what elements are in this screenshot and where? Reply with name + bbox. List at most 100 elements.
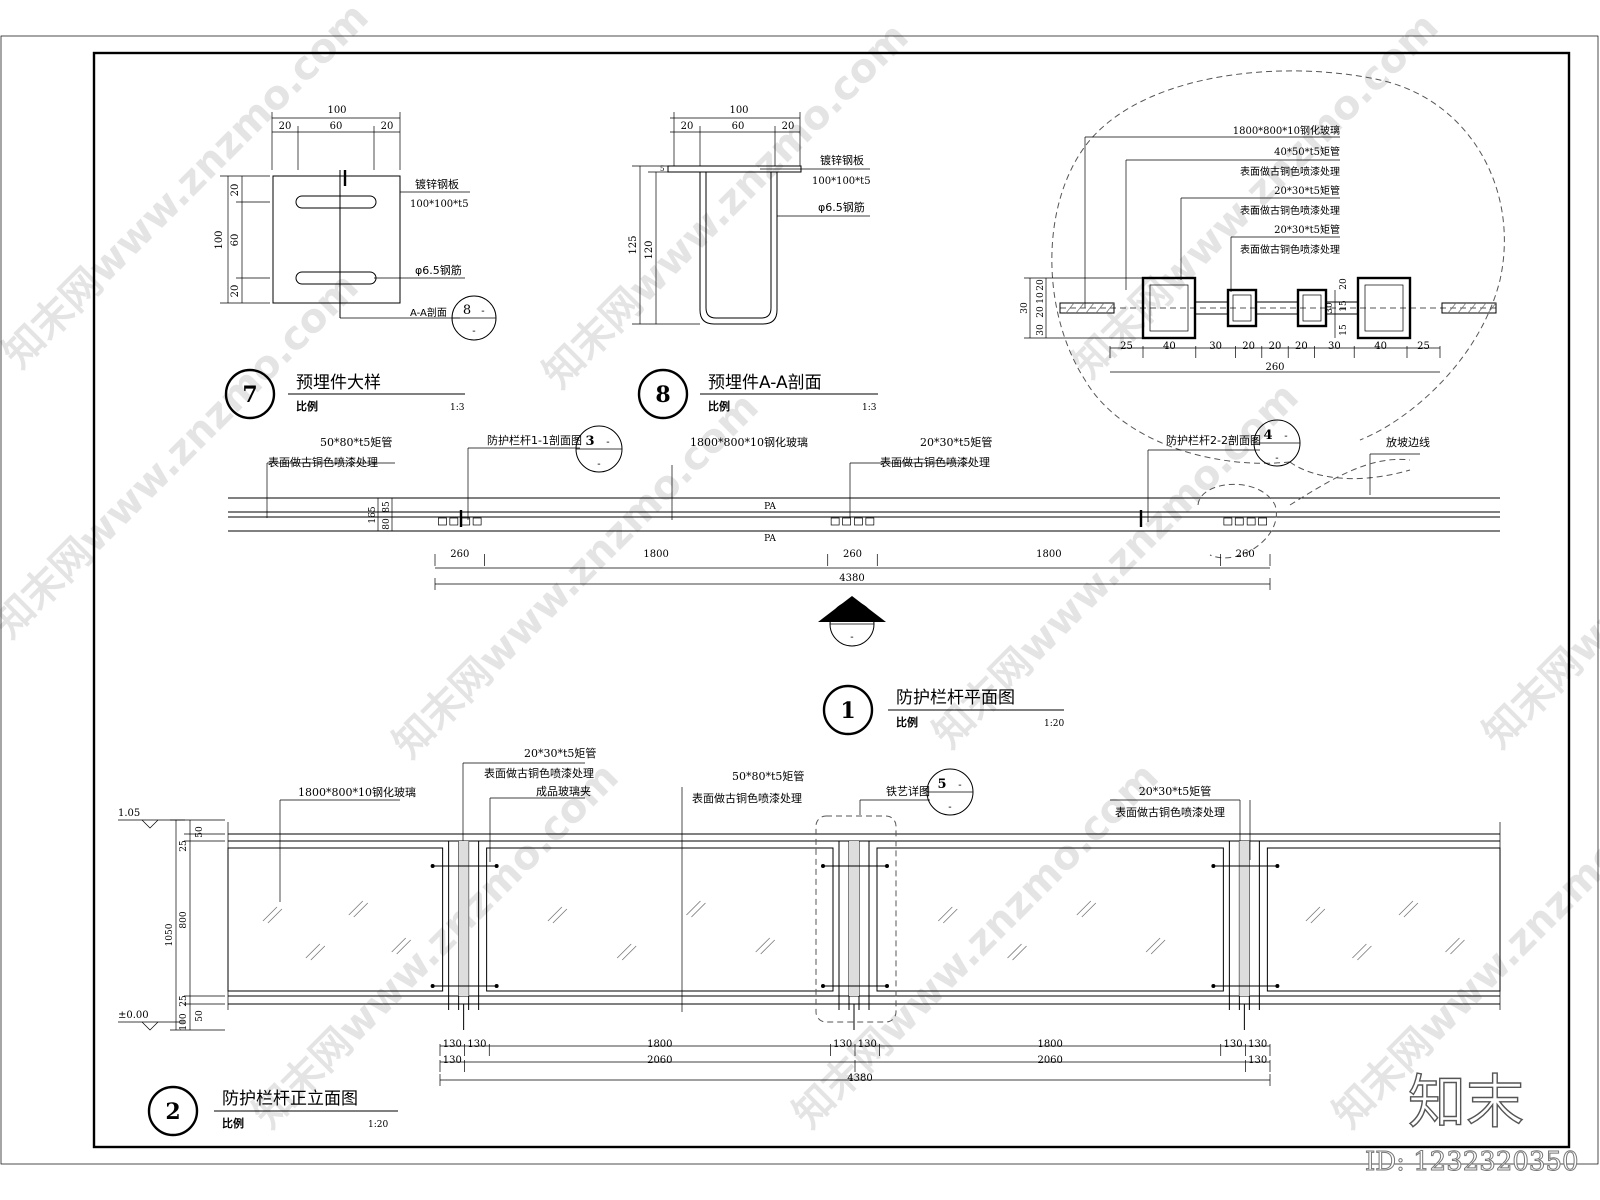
- dim-text: 130: [443, 1055, 462, 1066]
- dim-text: 20: [681, 121, 694, 132]
- label-rebar: φ6.5钢筋: [818, 200, 865, 214]
- view-direction-marker: [818, 596, 886, 622]
- ref-dash: -: [860, 612, 863, 623]
- ref-number: 4: [1263, 428, 1272, 443]
- post-fill: [1239, 841, 1250, 996]
- glass-hatch: [1398, 900, 1414, 916]
- ref-number: 2: [842, 609, 850, 624]
- clip-bolt: [885, 984, 889, 988]
- detail-number: 7: [242, 382, 257, 408]
- plan-dim-ticks: [434, 554, 1271, 590]
- dim-text: 10: [1036, 292, 1046, 304]
- clip-bolt: [885, 864, 889, 868]
- ref-dash: -: [481, 306, 484, 317]
- label-slope-edge: 放坡边线: [1386, 435, 1430, 449]
- glass-hatch: [686, 900, 701, 916]
- dim-text: 25: [179, 840, 189, 852]
- glass-hatch: [1081, 902, 1097, 918]
- scale-value: 1:20: [1044, 719, 1064, 729]
- title-bubble: [224, 368, 276, 420]
- ref-dash: -: [958, 780, 961, 791]
- title-bubble: [822, 684, 874, 736]
- label-plate-spec: 100*100*t5: [410, 199, 469, 210]
- post-fill: [458, 841, 469, 996]
- label-tube: 50*80*t5矩管: [320, 435, 392, 449]
- label-glass-clip: 成品玻璃夹: [536, 784, 591, 798]
- scale-value: 1:20: [368, 1120, 388, 1130]
- dim-text: 20: [230, 184, 241, 197]
- glass-hatch: [547, 906, 563, 922]
- glass-hatch: [1310, 908, 1326, 924]
- ref-number: 3: [585, 434, 594, 449]
- glass-hatch: [348, 900, 364, 916]
- dim-text: 50: [195, 826, 205, 838]
- label-rebar: φ6.5钢筋: [415, 263, 462, 277]
- glass-hatch: [1403, 902, 1419, 918]
- glass-panel: [486, 847, 834, 992]
- clip-bolt: [1211, 984, 1216, 988]
- dim-text: 20: [1242, 341, 1255, 352]
- dim-text: 260: [843, 549, 862, 560]
- dim-text: 20: [279, 121, 292, 132]
- dim-text: 20: [1036, 279, 1046, 291]
- post-fill: [849, 841, 859, 996]
- glass-panels: [227, 847, 1501, 992]
- ref-number: 5: [937, 777, 946, 792]
- watermark-id: ID: 1232320350: [1365, 1147, 1579, 1177]
- detail-8-embedded-section: 100 20 60 20 125 120 5 镀锌钢板 100*100*t5 φ…: [628, 105, 878, 420]
- dim-text: 15: [1339, 300, 1349, 312]
- plan-title: 防护栏杆平面图: [896, 688, 1015, 708]
- plan-post: [1258, 517, 1267, 526]
- plan-number: 1: [840, 698, 855, 724]
- glass-hatch: [1145, 937, 1161, 953]
- glass-panel: [1266, 847, 1501, 992]
- glass-hatch: [396, 939, 411, 955]
- clip-bolt: [430, 864, 435, 868]
- dim-text: 40: [1374, 341, 1387, 352]
- ref-sheet: -: [597, 459, 600, 470]
- glass-hatch: [1352, 943, 1367, 959]
- scale-label: 比例: [222, 1116, 244, 1130]
- plan-post: [438, 517, 447, 526]
- elevation-view-2: 1800*800*10钢化玻璃 20*30*t5矩管 表面做古铜色喷漆处理 成品…: [118, 746, 1501, 1137]
- glass-hatch: [755, 937, 771, 953]
- rebar-slot: [295, 195, 377, 209]
- elevation-posts: [430, 841, 1280, 1030]
- label-glass: 1800*800*10钢化玻璃: [1233, 124, 1340, 137]
- detail-title: 预埋件大样: [296, 373, 381, 393]
- steel-plate: [272, 175, 401, 304]
- dim-text: 20: [1339, 278, 1349, 290]
- scale-label: 比例: [296, 399, 318, 413]
- dim-text: 100: [729, 105, 748, 116]
- glass-hatch: [267, 908, 283, 924]
- label-tube-large: 40*50*t5矩管: [1274, 145, 1340, 158]
- plan-post: [461, 517, 471, 526]
- label-tube-finish: 表面做古铜色喷漆处理: [268, 455, 378, 469]
- dim-text: 1800: [643, 549, 668, 560]
- dim-text: 30: [1020, 302, 1030, 314]
- clip-bolt: [1275, 864, 1280, 868]
- label-section-1: 防护栏杆1-1剖面图: [487, 433, 582, 447]
- dim-text: 5: [660, 165, 664, 173]
- glass-hatch: [262, 906, 278, 922]
- dim-total: 4380: [847, 1073, 872, 1084]
- dim-text: 260: [450, 549, 469, 560]
- clip-bolt: [430, 984, 435, 988]
- bubble-enlarged-section: 1800*800*10钢化玻璃 40*50*t5矩管 表面做古铜色喷漆处理 20…: [1020, 70, 1505, 480]
- u-rebar: [699, 172, 778, 325]
- dim-text: 30: [1328, 341, 1341, 352]
- glass-panel: [876, 847, 1224, 992]
- plan-post: [449, 517, 459, 526]
- dim-text: 40: [1163, 341, 1176, 352]
- plan-post: [865, 517, 875, 526]
- clip-bolt: [821, 864, 825, 868]
- tube-40x50: [1356, 276, 1412, 340]
- ref-dash: -: [1284, 431, 1287, 442]
- label-finish: 表面做古铜色喷漆处理: [1240, 204, 1340, 217]
- clip-bolt: [821, 984, 825, 988]
- glass-hatch: [353, 902, 369, 918]
- label-small-finish: 表面做古铜色喷漆处理: [484, 766, 594, 780]
